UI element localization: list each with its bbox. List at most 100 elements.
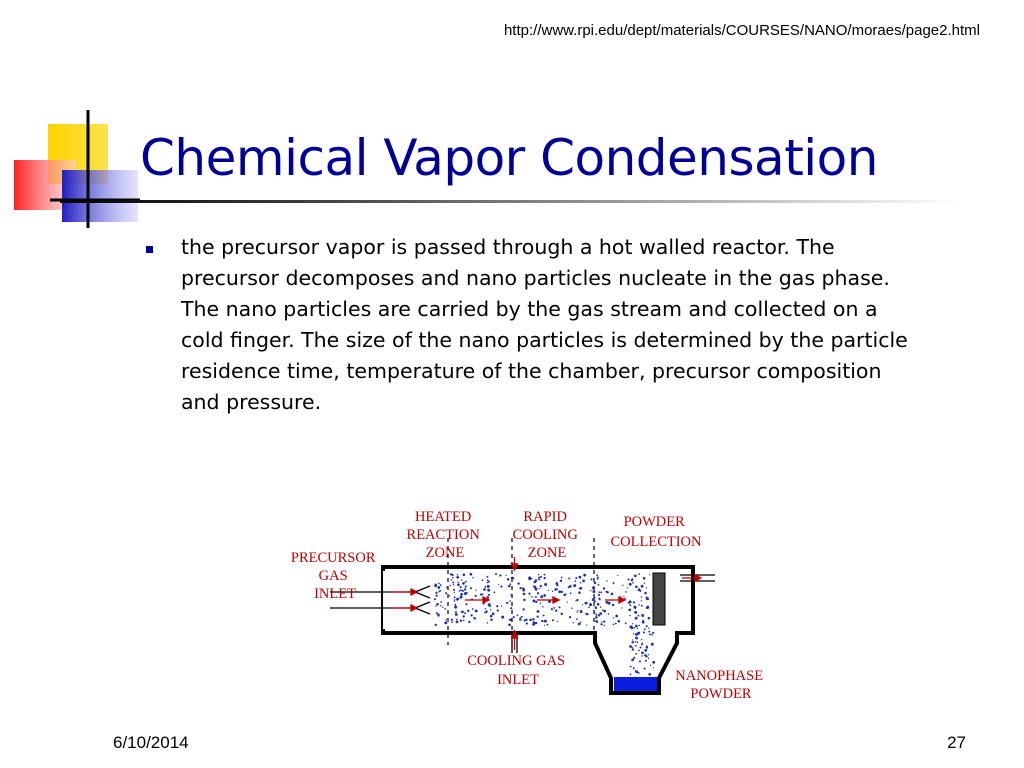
particle (638, 649, 640, 652)
particle (627, 587, 629, 589)
particle (586, 624, 588, 626)
particle (454, 603, 457, 606)
label-powder-collection: POWDER COLLECTION (610, 514, 702, 550)
particle (522, 588, 526, 592)
particle (505, 574, 507, 577)
particle (591, 598, 595, 602)
particle (632, 646, 634, 648)
reactor-body (381, 565, 695, 695)
particle (489, 609, 492, 611)
particle (649, 574, 651, 576)
particle (454, 599, 456, 601)
particle (455, 611, 457, 613)
particle (523, 598, 526, 602)
particle (632, 667, 635, 670)
particle (456, 597, 459, 601)
label-nanophase-powder: NANOPHASE POWDER (675, 668, 766, 702)
particle (533, 580, 537, 584)
particle (525, 618, 528, 621)
particle (465, 580, 467, 583)
particle (539, 576, 541, 579)
particle (592, 590, 596, 594)
particle (599, 606, 602, 608)
particle (471, 608, 474, 610)
particle (576, 618, 578, 621)
particle (450, 618, 454, 621)
particle (568, 577, 571, 580)
particle (647, 657, 650, 659)
particle (584, 601, 587, 605)
particle (637, 588, 641, 592)
particle (534, 595, 537, 598)
particle (510, 607, 513, 610)
particle (575, 576, 578, 580)
particle (525, 622, 528, 625)
particle (595, 616, 598, 619)
reactor-outline (381, 565, 695, 695)
particle (615, 614, 619, 618)
flow-arrows (390, 557, 703, 650)
particle (522, 592, 526, 596)
particle (600, 613, 603, 616)
slide-title: Chemical Vapor Condensation (140, 129, 878, 187)
particle (480, 593, 483, 596)
particle (652, 667, 654, 669)
particle (641, 639, 643, 641)
particle (437, 614, 440, 617)
particle (462, 573, 466, 576)
particle (548, 600, 551, 603)
particle (635, 645, 637, 647)
particle (578, 575, 582, 579)
particle (512, 616, 515, 619)
particle (510, 593, 513, 597)
particle (631, 648, 634, 651)
particle (543, 594, 546, 597)
particle (494, 572, 498, 576)
particle (506, 578, 510, 581)
particle (437, 586, 441, 589)
particle (606, 591, 609, 594)
particle (648, 672, 652, 676)
particle (487, 588, 491, 592)
title-underline (60, 200, 960, 203)
particle (597, 583, 600, 586)
particle (628, 608, 632, 612)
particle (589, 603, 593, 607)
particle (590, 589, 592, 592)
particle (539, 587, 541, 590)
particle (487, 596, 490, 599)
particle (632, 623, 634, 625)
particle (465, 603, 468, 606)
particle (500, 605, 503, 607)
particle (628, 600, 632, 604)
particle (558, 606, 561, 609)
particle (500, 585, 503, 588)
particle (568, 616, 572, 619)
particle (645, 606, 649, 610)
particle (445, 619, 447, 621)
particle (601, 621, 603, 623)
particle (449, 595, 451, 597)
particle (508, 623, 511, 627)
particle (605, 601, 609, 604)
particle (474, 617, 477, 620)
particle (581, 604, 584, 606)
particle (539, 602, 542, 604)
particle (612, 617, 615, 619)
particle (649, 664, 652, 666)
particle (512, 577, 515, 580)
particle (563, 593, 566, 597)
particle (487, 593, 490, 596)
particle (519, 586, 522, 590)
particle (542, 614, 545, 617)
particle (541, 619, 544, 623)
particle (507, 584, 511, 588)
particle (462, 619, 465, 622)
particle (438, 582, 440, 585)
particle (575, 600, 577, 602)
particle (490, 618, 493, 622)
particle (442, 606, 444, 608)
particle (588, 606, 590, 609)
particle (509, 618, 512, 622)
particle (595, 619, 598, 623)
